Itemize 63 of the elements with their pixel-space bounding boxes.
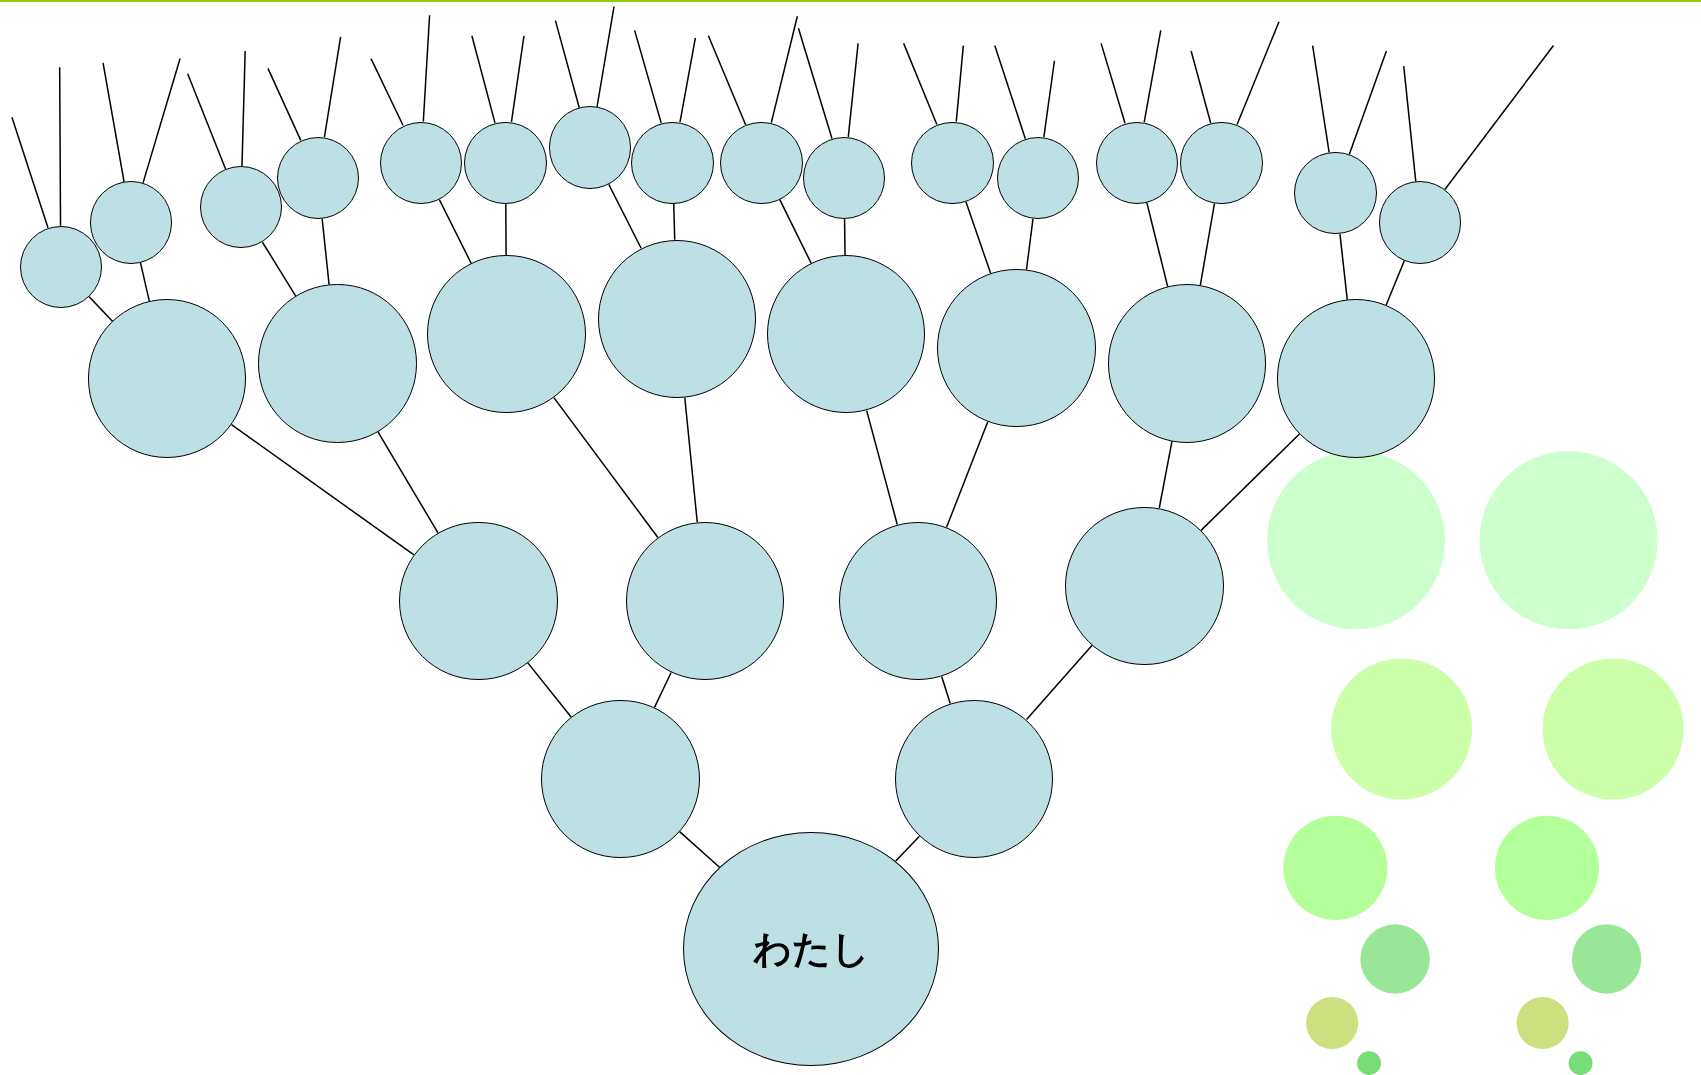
connector-line	[965, 200, 992, 275]
connector-line	[608, 183, 642, 250]
connector-line	[940, 675, 951, 705]
branch-line	[994, 44, 1027, 140]
branch-line	[471, 35, 496, 124]
connector-line	[139, 261, 151, 303]
branch-line	[797, 27, 833, 140]
branch-line	[1190, 50, 1212, 124]
connector-line	[945, 421, 989, 528]
connector-line	[894, 835, 921, 862]
connector-line	[1339, 233, 1349, 301]
branch-line	[847, 42, 859, 138]
branch-line	[1403, 65, 1417, 183]
branch-line	[596, 5, 615, 108]
connector-line	[230, 423, 415, 556]
branch-line	[1444, 44, 1555, 191]
branch-line	[679, 37, 697, 123]
connector-line	[321, 218, 330, 286]
branch-line	[902, 42, 938, 126]
connector-line	[1158, 440, 1173, 509]
branch-line	[1311, 44, 1330, 154]
connector-line	[527, 662, 572, 718]
branch-line	[1348, 50, 1388, 156]
branch-line	[770, 15, 799, 124]
branch-line	[102, 62, 125, 183]
branch-line	[186, 73, 227, 170]
person-circle: わたし	[683, 832, 940, 1067]
connector-line	[1199, 202, 1216, 287]
branch-line	[241, 50, 246, 167]
connector-line	[1025, 218, 1034, 271]
connector-line	[653, 671, 672, 709]
branch-line	[11, 116, 49, 229]
branch-line	[1043, 60, 1056, 138]
connector-line	[1385, 259, 1406, 307]
branch-line	[1100, 42, 1126, 124]
branch-line	[323, 36, 342, 138]
connector-line	[779, 198, 812, 264]
connector-line	[505, 203, 507, 256]
branch-line	[1143, 29, 1162, 123]
connector-line	[1146, 202, 1169, 288]
connector-line	[684, 397, 698, 523]
connector-line	[88, 296, 114, 322]
branch-line	[58, 66, 62, 227]
connector-line	[673, 203, 676, 241]
branch-line	[633, 29, 662, 124]
branch-line	[510, 35, 525, 123]
connector-line	[843, 218, 846, 256]
connector-line	[377, 430, 439, 534]
branch-line	[267, 67, 302, 142]
branch-line	[370, 57, 404, 127]
branch-line	[142, 57, 181, 184]
connector-line	[553, 396, 659, 539]
branch-line	[1236, 20, 1280, 126]
connector-line	[261, 241, 297, 297]
branch-line	[422, 14, 431, 123]
branch-line	[707, 35, 747, 126]
connector-line	[1025, 644, 1093, 721]
connector-line	[1200, 433, 1301, 532]
connector-line	[865, 409, 898, 526]
branch-line	[554, 19, 580, 109]
connector-line	[678, 830, 721, 869]
connector-line	[438, 198, 472, 265]
branch-line	[955, 44, 965, 123]
